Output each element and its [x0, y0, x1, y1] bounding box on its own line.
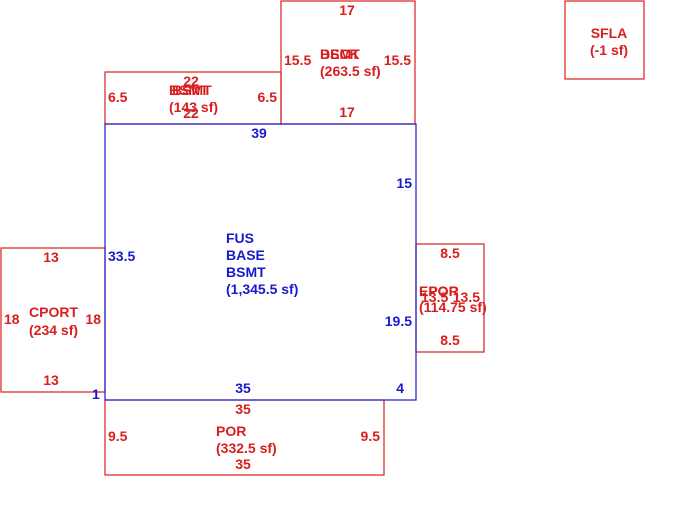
epor-dim-bottom: 8.5 [440, 332, 460, 348]
bsmt-code-a: BSMT [169, 82, 209, 98]
deck-area-value: (263.5 sf) [320, 63, 381, 79]
epor-dim-right: 13.5 [453, 289, 480, 305]
sfla-area-value: (-1 sf) [590, 42, 628, 58]
epor-dim-left: 13.5 [421, 289, 448, 305]
epor-code-a: EPOR [419, 283, 459, 299]
epor-code-b: EPOR [419, 283, 459, 299]
epor-dim-top: 8.5 [440, 245, 460, 261]
main-dim-right-upper: 15 [396, 175, 412, 191]
por-dim-top: 35 [235, 401, 251, 417]
epor-area-value: (114.75 sf) [419, 299, 487, 315]
deck-dim-bottom: 17 [339, 104, 355, 120]
main-dim-bottom-left: 1 [92, 386, 100, 402]
bsmt-code-b: BSMT [172, 82, 212, 98]
main-dim-top: 39 [251, 125, 267, 141]
bsmt-dim-right: 6.5 [258, 89, 278, 105]
bsmt-dim-bottom: 22 [183, 105, 199, 121]
main-dim-bottom-right: 4 [396, 380, 404, 396]
deck-dim-left: 15.5 [284, 52, 311, 68]
deck-code-b: BSMT [320, 46, 360, 62]
main-dim-right-lower: 19.5 [385, 313, 412, 329]
cport-code: CPORT [29, 304, 78, 320]
main-dim-bottom: 35 [235, 380, 251, 396]
main-code-1: FUS [226, 230, 254, 246]
bsmt-dim-left: 6.5 [108, 89, 128, 105]
por-code: POR [216, 423, 246, 439]
main-code-3: BSMT [226, 264, 266, 280]
cport-area-value: (234 sf) [29, 322, 78, 338]
cport-dim-bottom: 13 [43, 372, 59, 388]
main-dim-left: 33.5 [108, 248, 135, 264]
deck-dim-top: 17 [339, 2, 355, 18]
por-area-value: (332.5 sf) [216, 440, 277, 456]
por-dim-right: 9.5 [361, 428, 381, 444]
deck-code-a: DECK [320, 46, 360, 62]
cport-dim-top: 13 [43, 249, 59, 265]
sfla-code: SFLA [591, 25, 628, 41]
main-area-outline[interactable] [104, 123, 417, 401]
por-dim-left: 9.5 [108, 428, 128, 444]
bsmt-area-value: (143 sf) [169, 99, 218, 115]
main-area-value: (1,345.5 sf) [226, 281, 298, 297]
deck-dim-right: 15.5 [384, 52, 411, 68]
cport-dim-right: 18 [85, 311, 101, 327]
por-dim-bottom: 35 [235, 456, 251, 472]
cport-dim-left: 18 [4, 311, 20, 327]
bsmt-dim-top: 22 [183, 73, 199, 89]
sfla-outline[interactable] [564, 0, 645, 80]
main-code-2: BASE [226, 247, 265, 263]
